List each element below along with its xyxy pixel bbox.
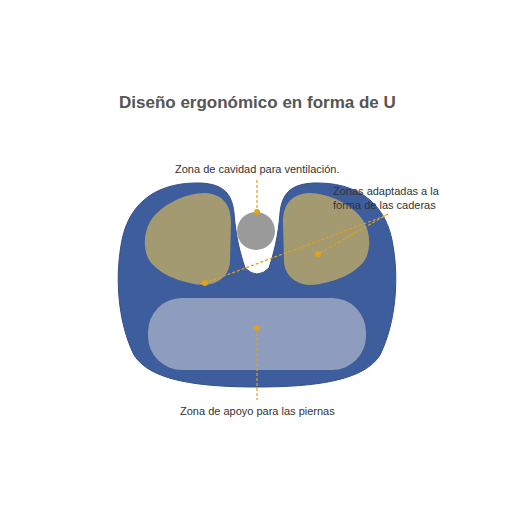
callout-label: Zona de apoyo para las piernas xyxy=(180,404,335,418)
leader-line xyxy=(318,214,388,254)
hip-zone-left xyxy=(145,193,231,285)
cushion-outline xyxy=(118,183,396,387)
leader-dot xyxy=(315,251,321,257)
diagram-title: Diseño ergonómico en forma de U xyxy=(119,93,396,113)
leader-dot xyxy=(254,325,260,331)
leader-dot xyxy=(254,209,260,215)
leader-line xyxy=(205,216,385,283)
leader-line xyxy=(256,180,257,212)
leader-line xyxy=(256,328,257,400)
callout-label: Zonas adaptadas a la forma de las cadera… xyxy=(333,184,465,212)
leader-dot xyxy=(202,280,208,286)
ventilation-cavity xyxy=(237,212,275,250)
callout-label: Zona de cavidad para ventilación. xyxy=(175,162,340,176)
